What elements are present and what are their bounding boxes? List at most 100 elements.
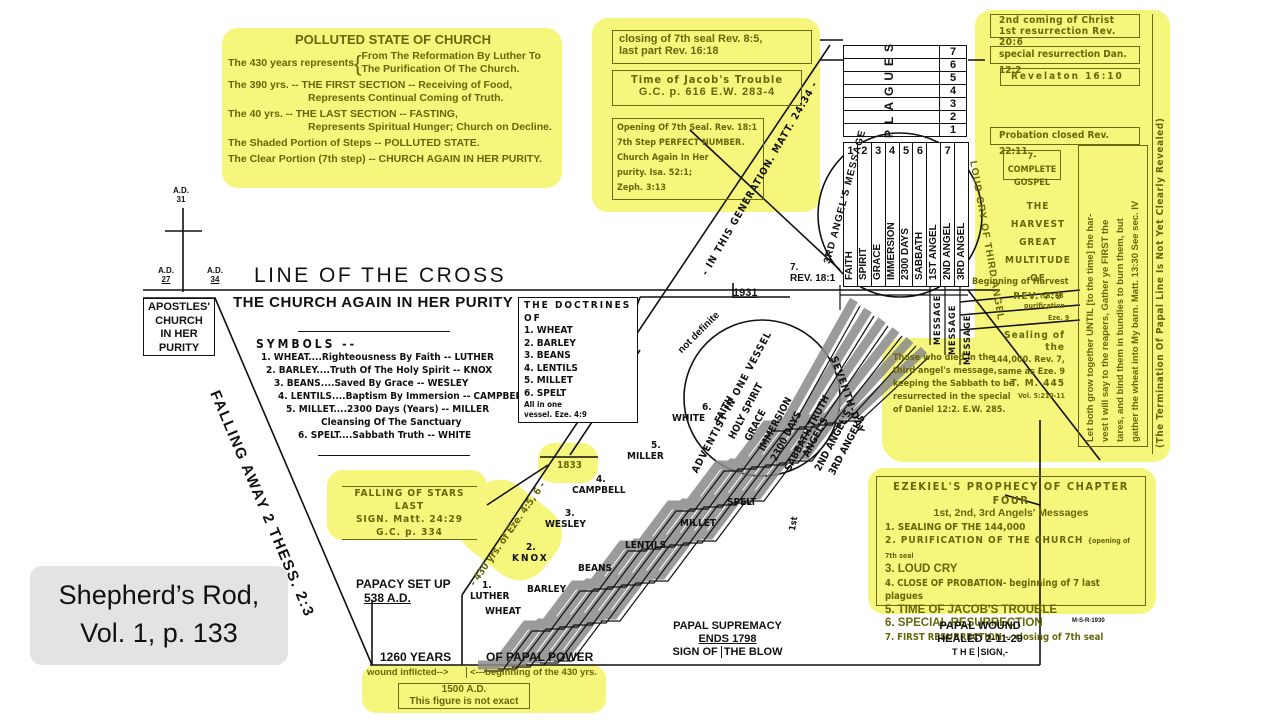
plagues-label: PLAGUES [882, 37, 896, 138]
papal-power: OF PAPAL POWER [486, 650, 594, 664]
step-white: 6.WHITE [672, 402, 712, 424]
plague-row: 1 [939, 123, 967, 137]
sealing-line: same as Eze. 9 [997, 367, 1065, 377]
beginning-of-harvest: Beginning of Harvest [972, 277, 1069, 287]
termination-line [1152, 14, 1153, 454]
stair-edge [498, 315, 875, 670]
symbol-item: 5. MILLET....2300 Days (Years) -- MILLER [286, 404, 490, 415]
stair-edge [512, 325, 889, 668]
stair-edge [554, 355, 931, 662]
grow-line: Let both grow together UNTIL [to the tim… [1085, 213, 1096, 442]
ezekiel-item: 5. TIME OF JACOB'S TROUBLE [885, 603, 1058, 616]
harvest-line: THE HARVEST [1010, 201, 1066, 230]
grain-barley: BARLEY [527, 584, 567, 595]
seal-line1: closing of 7th seal Rev. 8:5, [619, 33, 763, 45]
column: 3RD ANGEL [955, 222, 967, 280]
plague-row: 4 [939, 84, 967, 98]
grow-line: vest I will say to the reapers, Gather y… [1100, 219, 1111, 442]
highlight-polluted [222, 28, 562, 188]
grow-together-text: Let both grow together UNTIL [to the tim… [1083, 201, 1143, 442]
died-line: third angel's message, [893, 366, 997, 376]
step-campbell: 4.CAMPBELL [572, 474, 626, 496]
ad31-label: A.D.31 [173, 186, 189, 204]
ezekiel-item: 3. LOUD CRY [885, 563, 958, 575]
highlight-1833 [538, 443, 598, 483]
died-line: Those who died in the [893, 353, 994, 363]
highlight-topmid [592, 18, 820, 212]
grain-wheat: WHEAT [485, 606, 521, 617]
stair-edge [526, 335, 903, 666]
symbol-item: 1. WHEAT....Righteousness By Faith -- LU… [261, 352, 494, 363]
coming-line2: 1st resurrection Rev. 20:6 [999, 26, 1116, 48]
open-line4: purity. Isa. 52:1; [617, 168, 693, 178]
harvest-line: MULTITUDE OF [1005, 255, 1071, 284]
polluted-line3b: Represents Spiritual Hunger; Church on D… [308, 121, 552, 133]
wound-inflicted: wound inflicted--> [367, 667, 449, 678]
ad1500-box: 1500 A.D.This figure is not exact [398, 683, 530, 709]
purification-label: purification [1024, 302, 1065, 310]
message-label: MESSAGE [948, 304, 958, 355]
symbol-item: 6. SPELT....Sabbath Truth -- WHITE [298, 430, 472, 441]
beginning-430: <---beginning of the 430 yrs. [466, 667, 597, 678]
highlight-bottom [362, 665, 606, 713]
sealing-line: Sealing of the [1004, 330, 1065, 353]
grain-millet: MILLET [680, 518, 717, 529]
plague-row: 7 [939, 45, 967, 59]
grow-line: gather the wheat into My barn. Matt. 13:… [1130, 200, 1141, 442]
eze-label: Eze. 9 [1048, 314, 1070, 322]
ezekiel-item: 7. FIRST RESURRECTION -- closing of 7th … [885, 631, 1104, 643]
died-line: resurrected in the special [893, 392, 1011, 402]
caption-line1: Shepherd’s Rod, [58, 580, 260, 610]
jacob-line2: G.C. p. 616 E.W. 283-4 [638, 86, 776, 98]
polluted-line2b: Represents Continual Coming of Truth. [308, 92, 504, 104]
gospel-line1: 7-COMPLETE [1007, 152, 1057, 175]
msr-label: M-S-R-1930 [1072, 618, 1105, 624]
grain-spelt: SPELT [727, 497, 757, 508]
stair-band [548, 346, 928, 660]
sealing-line: 144,000. Rev. 7, [991, 355, 1065, 365]
grow-line: tares, and bind them in bundles to burn … [1115, 218, 1126, 442]
termination-text: (The Termination Of Papal Line Is Not Ye… [1155, 117, 1166, 448]
step-miller: 5.MILLER [627, 440, 664, 462]
harvest-line: GREAT [1019, 237, 1057, 248]
step-wesley: 3.WESLEY [545, 508, 586, 530]
polluted-line1c: The Purification Of The Church. [361, 63, 520, 75]
ezekiel-item: 1. SEALING OF THE 144,000 [885, 521, 1026, 533]
doctrines-title: THE DOCTRINES OF [524, 300, 632, 324]
sealing-text: Sealing of the 144,000. Rev. 7, same as Ez… [985, 330, 1065, 402]
died-line: keeping the Sabbath to be [893, 379, 1015, 389]
coming-line1: 2nd coming of Christ [999, 15, 1115, 26]
symbols-title: SYMBOLS -- [256, 337, 358, 351]
stair-edge [540, 345, 917, 664]
step-knox: 2.KNOX [512, 542, 549, 564]
polluted-line1b: From The Reformation By Luther To [361, 50, 541, 62]
stair-edge [484, 305, 861, 672]
lower-circle-bands: FAITH HOLY SPIRIT GRACE IMMERSION 2300 D… [705, 350, 868, 477]
sealing-line: Vol. 5:210-11 [1018, 392, 1065, 400]
open-line3: Church Again In Her [617, 153, 709, 163]
source-caption: Shepherd’s Rod, Vol. 1, p. 133 [30, 566, 288, 665]
revelation-box: Revelaton 16:10 [1000, 68, 1140, 86]
ezekiel-item: 4. CLOSE OF PROBATION- beginning of 7 la… [885, 577, 1100, 603]
highlight-ezekiel [868, 468, 1156, 614]
years-1260: 1260 YEARS [380, 650, 452, 664]
year-1833: 1833 [557, 460, 583, 471]
message-label: MESSAGE [963, 314, 973, 365]
polluted-line4: The Shaded Portion of Steps -- POLLUTED … [228, 137, 480, 149]
ad27-label: A.D.27 [158, 266, 174, 284]
ezekiel-item: 2. PURIFICATION OF THE CHURCH {opening o… [885, 535, 1131, 560]
special-resurrection-box: special resurrection Dan. 12:2 [990, 46, 1140, 76]
